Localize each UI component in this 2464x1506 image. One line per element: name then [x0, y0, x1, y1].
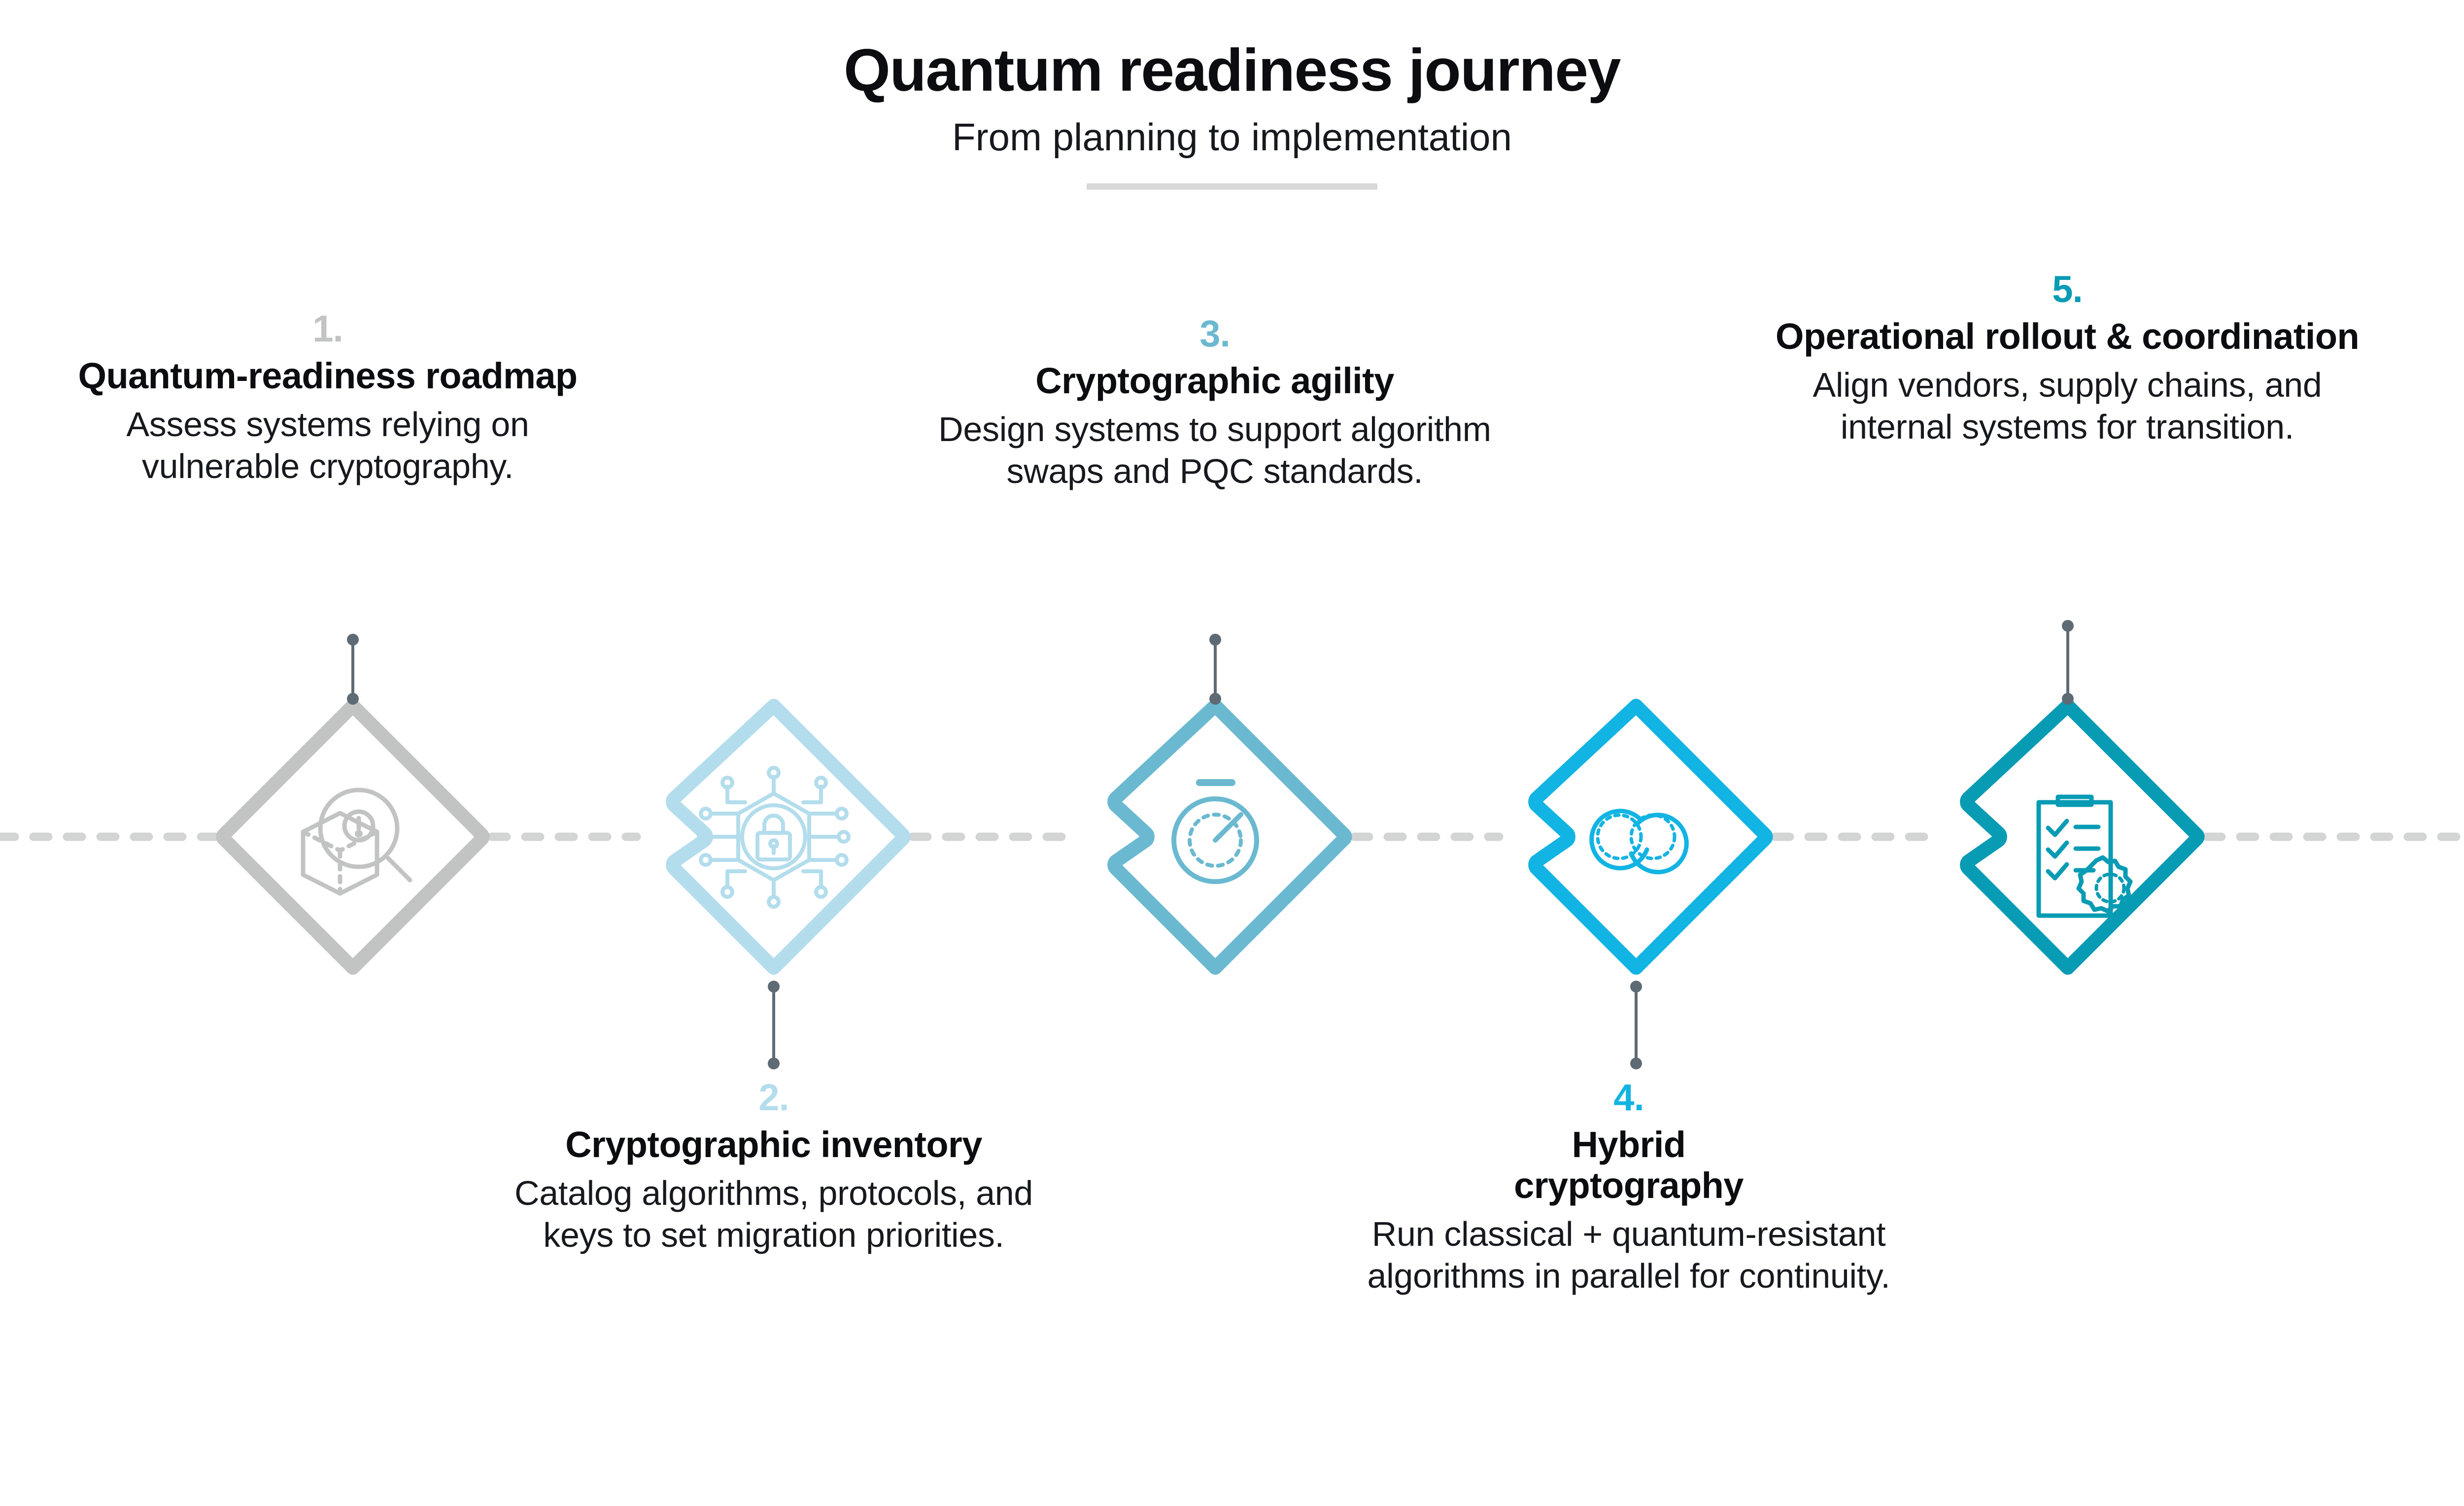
step-3-label: 3. Cryptographic agility Design systems … [922, 315, 1508, 493]
step-4-description: Run classical + quantum-resistant algori… [1367, 1214, 1890, 1296]
step-2-diamond [666, 699, 911, 975]
header: Quantum readiness journey From planning … [0, 0, 2464, 190]
step-2-description: Catalog algorithms, protocols, and keys … [514, 1173, 1033, 1255]
step-5-label: 5. Operational rollout & coordination Al… [1764, 271, 2370, 448]
step-5-diamond [1960, 699, 2205, 975]
stopwatch-icon [1171, 779, 1259, 884]
step-5-description: Align vendors, supply chains, and intern… [1813, 365, 2322, 446]
step-4-number: 4. [1613, 1077, 1644, 1119]
step-2-title: Cryptographic inventory [565, 1124, 982, 1165]
step-4-title: Hybrid cryptography [1514, 1124, 1744, 1206]
step-1-connector [347, 634, 359, 705]
step-5-number: 5. [2052, 269, 2083, 310]
step-5-node[interactable] [1960, 620, 2205, 975]
step-3-title: Cryptographic agility [1035, 360, 1394, 401]
title-divider [1087, 183, 1377, 190]
step-2-node[interactable] [666, 699, 1063, 1069]
step-3-node[interactable] [1107, 634, 1352, 975]
page-title: Quantum readiness journey [843, 36, 1621, 103]
circuit-lock-icon [697, 766, 851, 909]
two-overlapping-circles-icon [1589, 809, 1689, 875]
step-1-number: 1. [312, 308, 343, 350]
step-1-diamond [216, 699, 490, 975]
step-5-title: Operational rollout & coordination [1775, 316, 2360, 357]
page-subtitle: From planning to implementation [952, 115, 1512, 159]
step-3-connector [1209, 634, 1221, 705]
step-1-title: Quantum-readiness roadmap [78, 355, 578, 396]
step-3-description: Design systems to support algorithm swap… [938, 410, 1491, 491]
step-2-connector [768, 981, 780, 1069]
clipboard-checklist-badge-icon [2036, 794, 2133, 918]
step-1-node[interactable] [216, 634, 490, 975]
step-2-label: 2. Cryptographic inventory Catalog algor… [498, 1079, 1050, 1257]
step-5-connector [2062, 620, 2074, 705]
step-4-node[interactable] [1528, 699, 1773, 1069]
step-2-number: 2. [758, 1077, 789, 1119]
step-3-diamond [1107, 699, 1352, 975]
step-1-label: 1. Quantum-readiness roadmap Assess syst… [49, 310, 606, 488]
step-3-number: 3. [1199, 313, 1230, 355]
magnifier-alert-cube-icon [301, 787, 412, 896]
step-4-connector [1630, 981, 1642, 1069]
step-4-label: 4. Hybrid cryptography Run classical + q… [1301, 1079, 1956, 1298]
step-1-description: Assess systems relying on vulnerable cry… [126, 405, 529, 486]
step-4-diamond [1528, 699, 1773, 975]
